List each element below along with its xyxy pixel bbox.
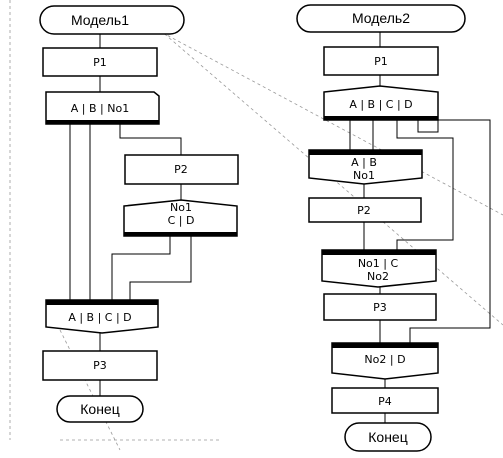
m1-p3-label: P3 (93, 359, 107, 372)
background-dashed-lines (9, 0, 503, 451)
m1-p1-label: P1 (93, 56, 107, 69)
m2-p1-label: P1 (374, 55, 388, 68)
m1-split-label: A | B | No1 (71, 102, 129, 115)
m2-p3-label: P3 (373, 301, 387, 314)
m2-end-terminal: Конец (344, 422, 432, 452)
m2-ab-no1-block: A | B No1 (308, 149, 423, 185)
m1-p2-process: P2 (124, 154, 239, 185)
m1-start-terminal: Модель1 (39, 5, 185, 35)
m2-p2-label: P2 (357, 204, 371, 217)
m2-p2-process: P2 (308, 197, 422, 223)
m1-end-label: Конец (80, 401, 119, 417)
m2-ab-line1: A | B (351, 156, 377, 169)
m2-end-label: Конец (368, 429, 407, 445)
m1-no1cd-line2: C | D (168, 214, 195, 227)
connectors (69, 32, 491, 423)
m1-no1cd-line1: No1 (170, 201, 192, 214)
m2-p1-process: P1 (323, 46, 439, 76)
m1-split-block: A | B | No1 (45, 91, 160, 125)
m1-no1-cd-block: No1 C | D (123, 199, 238, 237)
m1-start-label: Модель1 (71, 12, 129, 28)
m2-no1c-line2: No2 (367, 270, 389, 283)
m2-no2d-label: No2 | D (364, 353, 405, 366)
m2-ab-line2: No1 (353, 169, 375, 182)
m2-split-block: A | B | C | D (323, 85, 439, 121)
m2-no1c-no2-block: No1 | C No2 (321, 249, 437, 288)
m2-p3-process: P3 (323, 293, 437, 321)
m2-p4-label: P4 (378, 395, 392, 408)
m1-join-block: A | B | C | D (45, 299, 159, 334)
m1-p2-label: P2 (174, 163, 188, 176)
m1-end-terminal: Конец (56, 395, 144, 423)
m2-start-terminal: Модель2 (296, 4, 466, 33)
m1-join-label: A | B | C | D (68, 311, 131, 324)
m2-split-label: A | B | C | D (349, 98, 412, 111)
m1-p1-process: P1 (42, 47, 158, 77)
m2-p4-process: P4 (331, 387, 439, 414)
m2-no1c-line1: No1 | C (358, 257, 399, 270)
m2-start-label: Модель2 (352, 10, 410, 26)
m1-p3-process: P3 (42, 350, 158, 381)
m2-no2d-block: No2 | D (331, 342, 439, 380)
